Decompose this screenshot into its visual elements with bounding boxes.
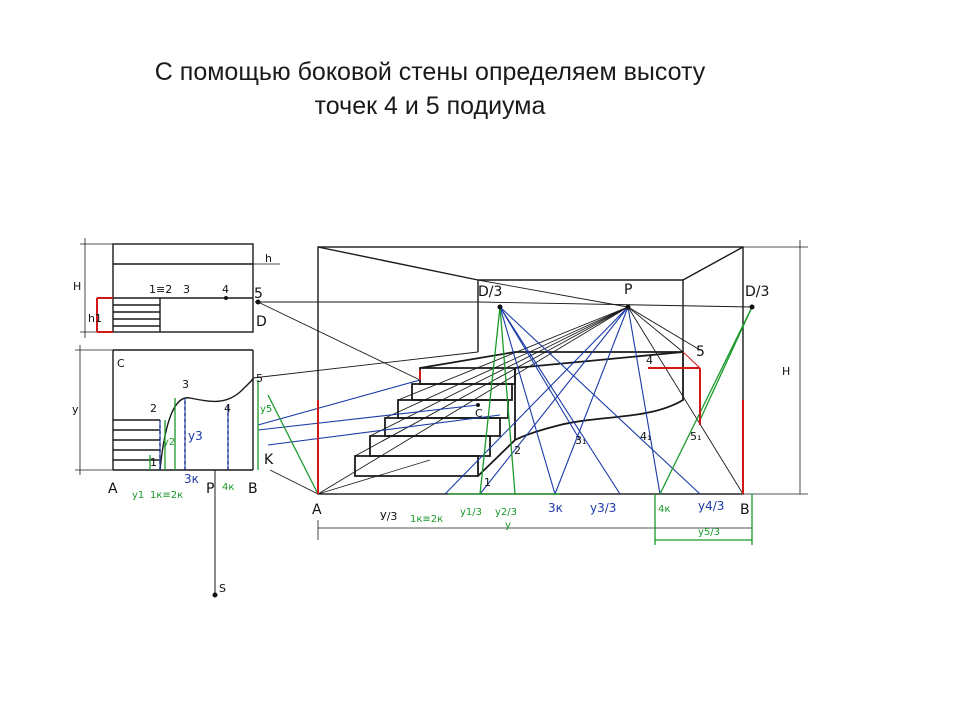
title-line-2: точек 4 и 5 подиума bbox=[314, 92, 546, 120]
label-k3-persp: 3к bbox=[548, 501, 563, 515]
label-k12-side: 1к≡2к bbox=[150, 490, 183, 501]
construction-green bbox=[149, 306, 753, 545]
labels: h H h1 1≡2 3 4 5 D C y 2 3 4 5 1 A B P K… bbox=[72, 252, 790, 595]
label-3-top: 3 bbox=[183, 283, 190, 296]
label-B-side: B bbox=[248, 481, 258, 497]
label-H-top: H bbox=[73, 280, 81, 293]
label-y43: у4/3 bbox=[698, 499, 724, 513]
label-h1: h1 bbox=[88, 312, 102, 325]
plan-side bbox=[75, 345, 254, 595]
label-4-top: 4 bbox=[222, 283, 229, 296]
label-1-persp: 1 bbox=[484, 476, 491, 489]
label-12-top: 1≡2 bbox=[149, 283, 172, 296]
label-y-side: y bbox=[72, 403, 79, 416]
label-y-persp: у bbox=[505, 520, 511, 531]
label-A-persp: A bbox=[312, 502, 322, 518]
label-5-side: 5 bbox=[256, 372, 263, 385]
slide-title: С помощью боковой стены определяем высот… bbox=[0, 55, 860, 123]
label-2-side: 2 bbox=[150, 402, 157, 415]
plan-top bbox=[80, 238, 280, 338]
label-y3-side: y3 bbox=[188, 429, 203, 443]
label-41: 4₁ bbox=[640, 430, 651, 443]
label-5-top: 5 bbox=[254, 286, 263, 302]
label-y2-side: y2 bbox=[163, 437, 175, 448]
label-k3-side: 3к bbox=[184, 472, 199, 486]
construction-red bbox=[96, 297, 744, 494]
label-y5-side: y5 bbox=[260, 404, 272, 415]
label-51: 5₁ bbox=[690, 430, 701, 443]
label-Y3: У/3 bbox=[380, 510, 397, 523]
label-4-side: 4 bbox=[224, 402, 231, 415]
label-D: D bbox=[256, 314, 267, 330]
label-D3-right: D/3 bbox=[745, 284, 769, 300]
label-31: 3₁ bbox=[575, 434, 586, 447]
label-4-persp: 4 bbox=[646, 354, 653, 367]
label-y33: у3/3 bbox=[590, 501, 616, 515]
label-y1-side: y1 bbox=[132, 490, 144, 501]
label-k4-side: 4к bbox=[222, 482, 234, 493]
label-y13: у1/3 bbox=[460, 507, 482, 518]
label-2-persp: 2 bbox=[514, 444, 521, 457]
label-H-persp: H bbox=[782, 365, 790, 378]
label-1-side: 1 bbox=[150, 456, 157, 469]
label-k12-persp: 1к≡2к bbox=[410, 514, 443, 525]
label-k4-persp: 4к bbox=[658, 504, 670, 515]
label-S: S bbox=[219, 582, 226, 595]
label-D3-left: D/3 bbox=[478, 284, 502, 300]
label-P-persp: P bbox=[624, 282, 632, 298]
label-h: h bbox=[265, 252, 272, 265]
construction-black bbox=[252, 279, 753, 495]
construction-blue bbox=[159, 306, 701, 495]
label-5-persp: 5 bbox=[696, 344, 705, 360]
label-C-side: C bbox=[117, 357, 125, 370]
title-line-1: С помощью боковой стены определяем высот… bbox=[154, 58, 706, 86]
stairs bbox=[354, 351, 684, 477]
label-3-side: 3 bbox=[182, 378, 189, 391]
label-P-side: P bbox=[206, 481, 214, 497]
label-K: K bbox=[264, 452, 274, 468]
label-y23: у2/3 bbox=[495, 507, 517, 518]
points bbox=[212, 296, 755, 598]
label-C-persp: C bbox=[475, 407, 483, 420]
label-y53: у5/3 bbox=[698, 527, 720, 538]
label-A-side: A bbox=[108, 481, 118, 497]
label-B-persp: B bbox=[740, 502, 750, 518]
